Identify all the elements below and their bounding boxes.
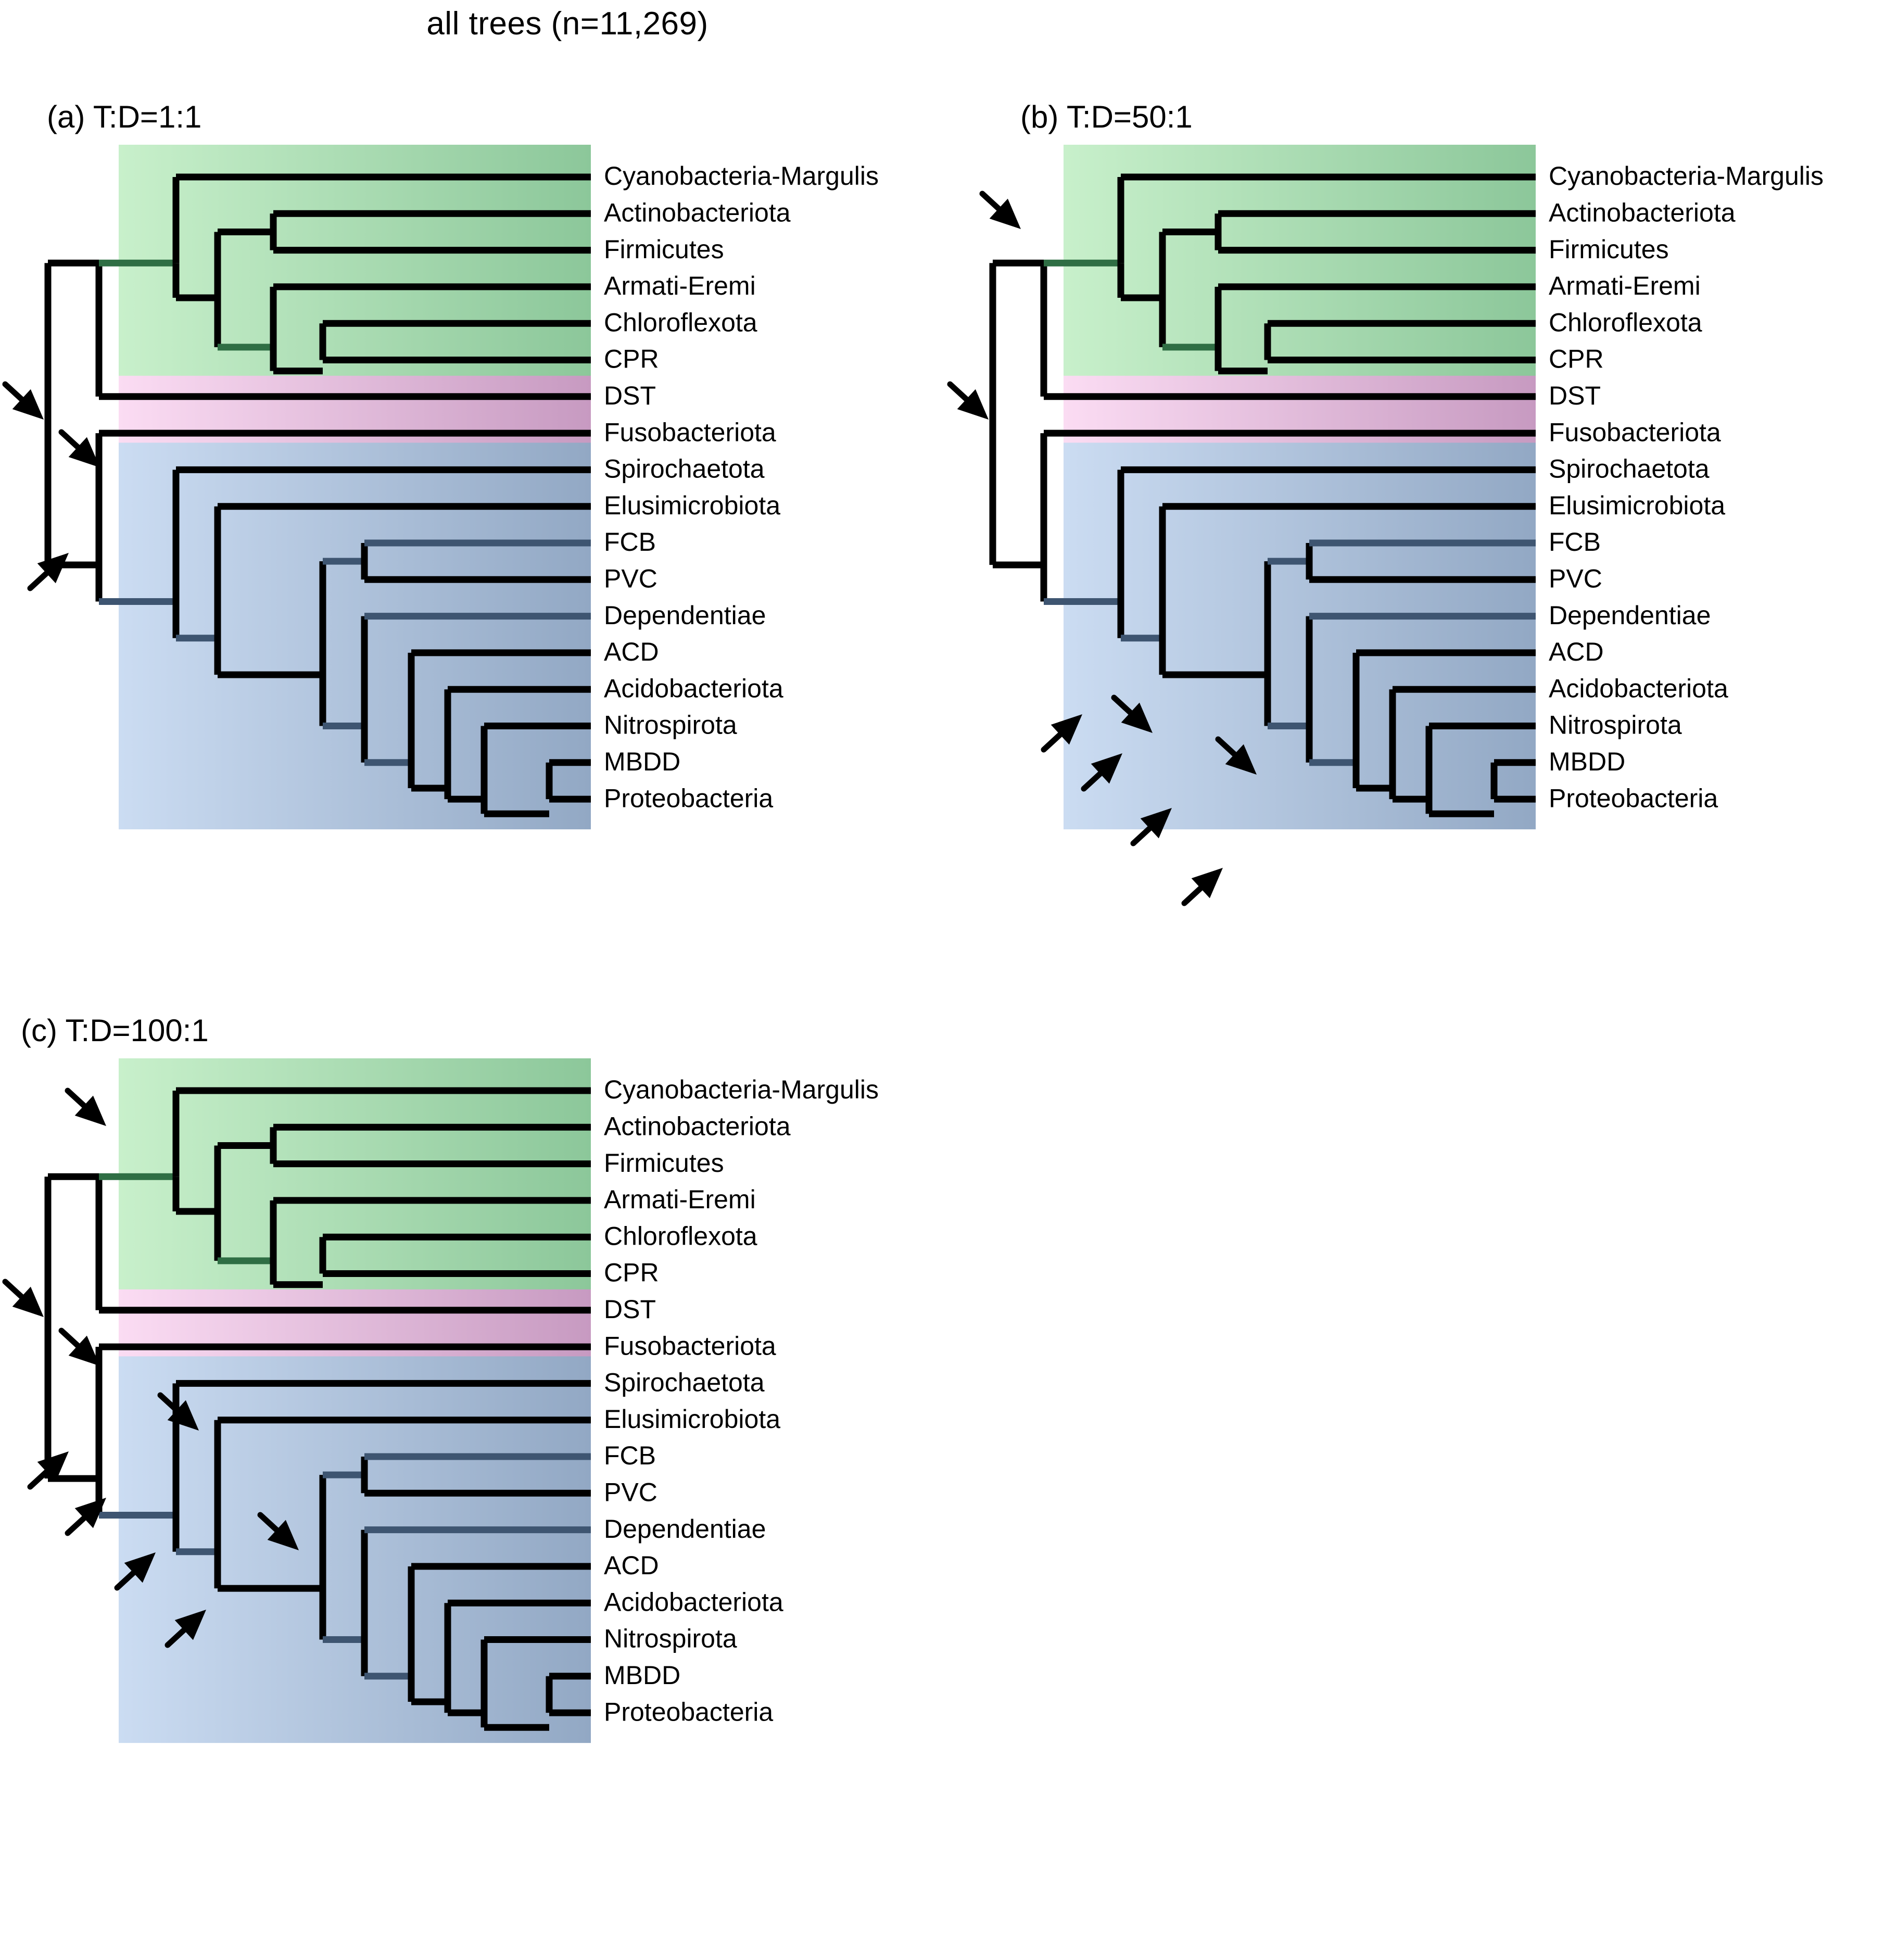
- arrow-gracilicutes-stem: [27, 553, 69, 591]
- tip-label: Nitrospirota: [604, 1624, 737, 1653]
- arrow-terrabacteria-stem: [65, 1088, 106, 1126]
- arrow-fcb-pvc-node: [1215, 736, 1257, 775]
- tip-label: DST: [604, 381, 656, 410]
- tip-label: Dependentiae: [604, 1514, 766, 1544]
- tip-label: FCB: [1549, 527, 1601, 557]
- tip-label: Dependentiae: [604, 601, 766, 630]
- tip-label: MBDD: [604, 1661, 680, 1690]
- terrabacteria-box: [119, 145, 591, 393]
- tip-label: Dependentiae: [1549, 601, 1711, 630]
- tip-label: Actinobacteriota: [1549, 198, 1736, 227]
- tip-label: Elusimicrobiota: [1549, 491, 1725, 520]
- panel-b-tree: Cyanobacteria-MargulisActinobacteriotaFi…: [947, 145, 1824, 906]
- arrow-fusobacteriota-node: [58, 1327, 100, 1366]
- tip-label: Armati-Eremi: [604, 271, 756, 300]
- arrow-terrabacteria-stem: [979, 191, 1021, 229]
- tip-label: CPR: [604, 345, 659, 374]
- terrabacteria-box: [119, 1058, 591, 1306]
- tip-label: Firmicutes: [604, 235, 724, 264]
- tip-label: Proteobacteria: [604, 1697, 773, 1726]
- tip-label: MBDD: [604, 747, 680, 776]
- tip-label: Cyanobacteria-Margulis: [604, 1075, 879, 1104]
- tip-label: MBDD: [1549, 747, 1625, 776]
- arrow-spirochaetota-branch: [1111, 694, 1153, 733]
- tip-label: Cyanobacteria-Margulis: [604, 161, 879, 191]
- tip-label: Acidobacteriota: [604, 674, 783, 703]
- arrow-acd-node: [165, 1610, 206, 1648]
- arrow-gracilicutes-top: [157, 1392, 199, 1431]
- arrow-gracilicutes-stem: [1041, 714, 1082, 753]
- tip-label: Proteobacteria: [1549, 783, 1718, 813]
- tip-label: DST: [604, 1295, 656, 1324]
- arrow-gracilicutes-node3: [114, 1552, 156, 1591]
- tip-label: Nitrospirota: [1549, 711, 1682, 740]
- arrow-gracilicutes-node3: [1130, 808, 1172, 846]
- tip-label: Nitrospirota: [604, 711, 737, 740]
- tip-label: PVC: [604, 1478, 657, 1507]
- tip-label: Spirochaetota: [604, 454, 765, 484]
- tip-label: Spirochaetota: [1549, 454, 1710, 484]
- tip-label: CPR: [1549, 345, 1604, 374]
- arrow-root-node: [2, 1279, 44, 1317]
- tip-label: FCB: [604, 1441, 656, 1470]
- tip-label: Elusimicrobiota: [604, 491, 780, 520]
- tip-label: DST: [1549, 381, 1601, 410]
- tip-label: FCB: [604, 527, 656, 557]
- tip-label: Fusobacteriota: [604, 1331, 776, 1360]
- tip-label: Actinobacteriota: [604, 198, 791, 227]
- arrow-gracilicutes-node2: [65, 1498, 106, 1536]
- tip-label: Fusobacteriota: [1549, 418, 1721, 447]
- arrow-root-node: [2, 381, 44, 420]
- figure-title: all trees (n=11,269): [426, 6, 709, 42]
- tip-label: PVC: [604, 564, 657, 593]
- tip-label: PVC: [1549, 564, 1602, 593]
- tip-label: Chloroflexota: [604, 1221, 757, 1250]
- arrow-gracilicutes-stem: [27, 1451, 69, 1490]
- tip-label: Acidobacteriota: [1549, 674, 1728, 703]
- terrabacteria-box: [1064, 145, 1536, 393]
- panel-a-title: (a) T:D=1:1: [47, 99, 202, 134]
- tip-label: ACD: [604, 637, 659, 666]
- tip-label: Fusobacteriota: [604, 418, 776, 447]
- arrow-fcb-pvc-node: [257, 1512, 299, 1550]
- tip-label: ACD: [1549, 637, 1604, 666]
- panel-c-tree: Cyanobacteria-MargulisActinobacteriotaFi…: [2, 1058, 879, 1743]
- tip-label: Acidobacteriota: [604, 1587, 783, 1616]
- tip-label: Firmicutes: [1549, 235, 1669, 264]
- tip-label: CPR: [604, 1258, 659, 1287]
- panel-b-title: (b) T:D=50:1: [1020, 99, 1193, 134]
- tip-label: Actinobacteriota: [604, 1112, 791, 1141]
- tip-label: Armati-Eremi: [604, 1185, 756, 1214]
- tip-label: Spirochaetota: [604, 1368, 765, 1397]
- tip-label: Chloroflexota: [1549, 308, 1702, 337]
- tip-label: Proteobacteria: [604, 783, 773, 813]
- tip-label: ACD: [604, 1551, 659, 1580]
- tip-label: Cyanobacteria-Margulis: [1549, 161, 1824, 191]
- arrow-root-node: [947, 381, 989, 420]
- tip-label: Elusimicrobiota: [604, 1405, 780, 1434]
- tip-label: Chloroflexota: [604, 308, 757, 337]
- panel-a-tree: Cyanobacteria-MargulisActinobacteriotaFi…: [2, 145, 879, 830]
- arrow-fusobacteriota-node: [58, 429, 100, 467]
- tip-label: Firmicutes: [604, 1148, 724, 1178]
- panel-c-title: (c) T:D=100:1: [21, 1013, 209, 1048]
- tip-label: Armati-Eremi: [1549, 271, 1701, 300]
- arrow-acd-node: [1181, 868, 1223, 906]
- arrow-gracilicutes-node2: [1081, 753, 1122, 792]
